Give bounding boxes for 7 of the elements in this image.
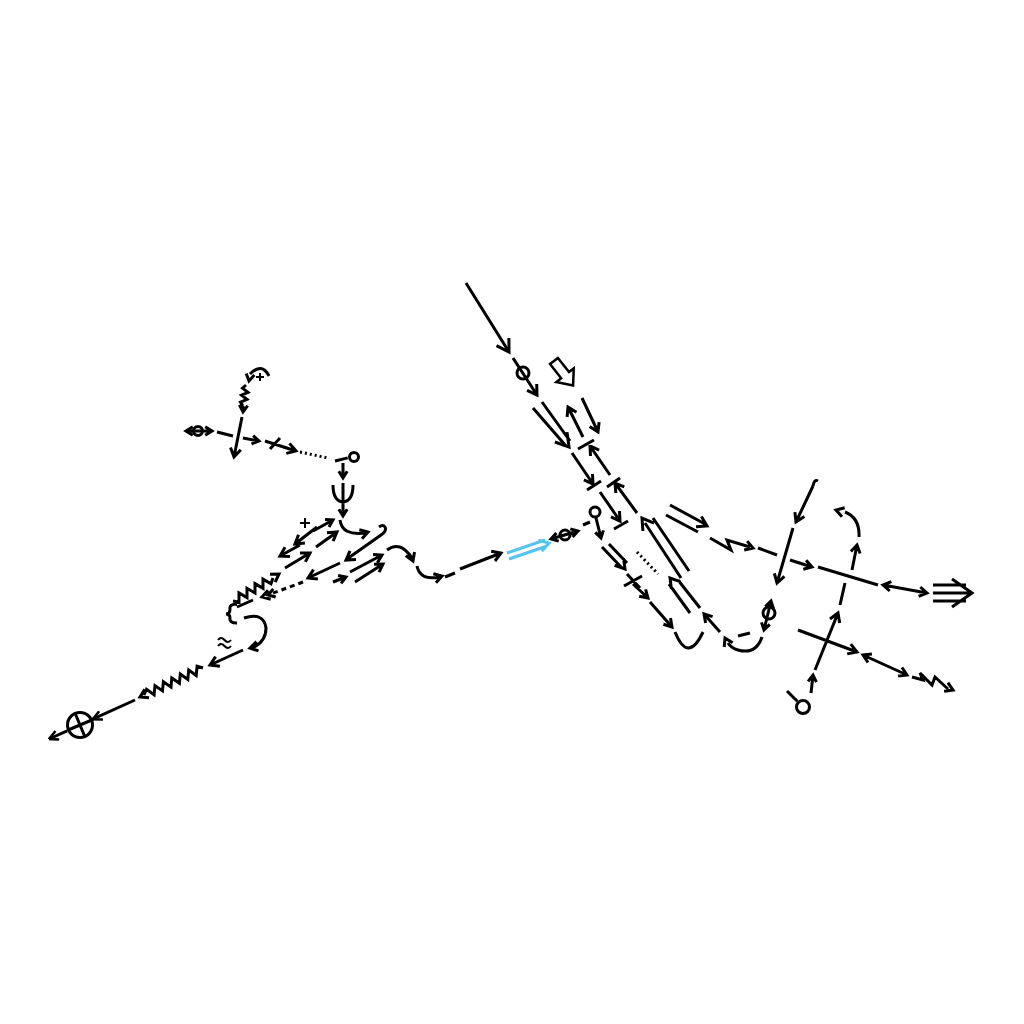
small-circle (795, 699, 811, 715)
arrow (91, 698, 136, 721)
connector-line (785, 689, 799, 703)
connector-line (334, 456, 349, 463)
small-circle (347, 450, 360, 463)
circled-plus-symbol (66, 711, 94, 739)
arrow (47, 729, 68, 741)
